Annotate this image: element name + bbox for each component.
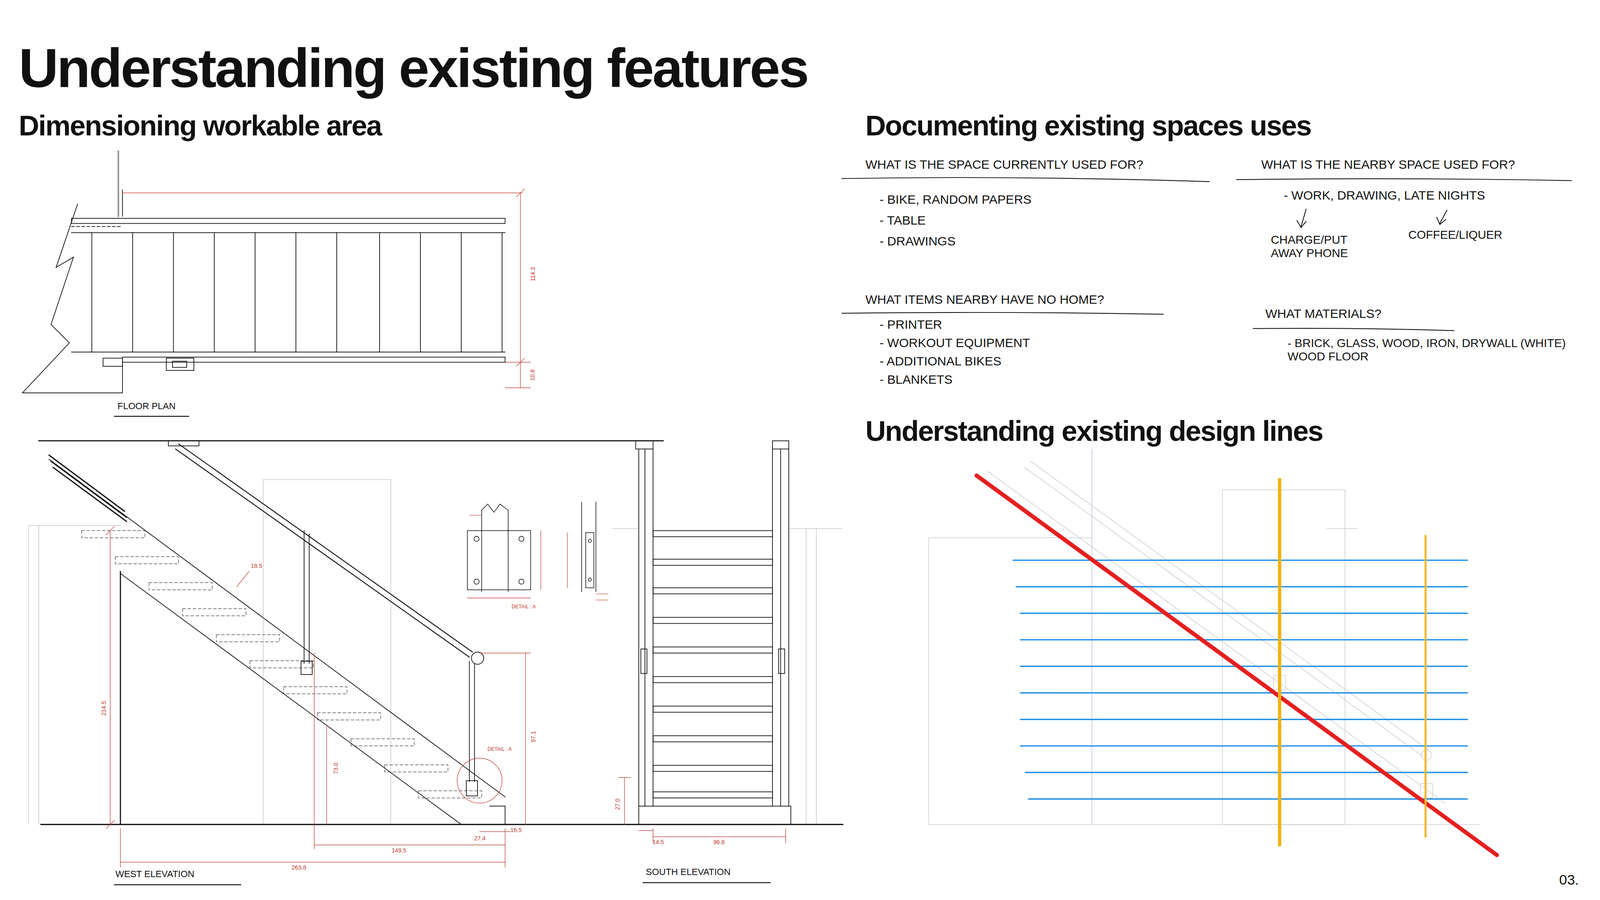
drawing-title: FLOOR PLAN [117, 400, 176, 412]
section-heading: Documenting existing spaces uses [865, 109, 1312, 142]
section-heading: Dimensioning workable area [18, 109, 382, 142]
note-item: - DRAWINGS [879, 234, 956, 249]
dimension: 263.8 [291, 864, 307, 871]
note-item: - TABLE [879, 213, 926, 228]
detail-dimensions [467, 515, 609, 600]
note-item: - BIKE, RANDOM PAPERS [879, 192, 1032, 208]
dimension: 27.4 [474, 835, 486, 842]
south-elevation-background [612, 528, 817, 529]
dimension: 14.5 [652, 838, 664, 846]
note-item: - BRICK, GLASS, WOOD, IRON, DRYWALL (WHI… [1287, 336, 1580, 364]
dimension: 97.1 [530, 730, 537, 743]
floor-plan-dimensions [122, 188, 531, 388]
dimension: 27.0 [614, 798, 621, 810]
note-item: COFFEE/LIQUER [1408, 228, 1503, 242]
note-item: - ADDITIONAL BIKES [879, 354, 1002, 369]
diagonal-design-line [976, 475, 1498, 855]
detail-tag: DETAIL : A [486, 746, 513, 753]
west-elevation-background [28, 479, 843, 825]
dimension: 114.3 [529, 267, 537, 282]
south-elevation-dimensions [618, 777, 786, 843]
horizontal-design-lines [1013, 560, 1468, 800]
note-question: WHAT MATERIALS? [1265, 306, 1382, 322]
note-underlines [841, 177, 1572, 331]
dimension: 16.5 [510, 826, 522, 834]
dimension: 18.5 [250, 562, 263, 570]
dimension: 149.5 [391, 847, 407, 854]
page-title: Understanding existing features [18, 36, 808, 100]
vertical-design-line [1424, 535, 1427, 837]
note-item: - WORK, DRAWING, LATE NIGHTS [1283, 188, 1485, 203]
south-elevation [635, 440, 791, 883]
note-item: CHARGE/PUT AWAY PHONE [1270, 233, 1371, 260]
design-lines-background [928, 449, 1480, 825]
note-question: WHAT ITEMS NEARBY HAVE NO HOME? [865, 292, 1105, 308]
note-item: - BLANKETS [879, 372, 953, 388]
drawing-title: SOUTH ELEVATION [645, 866, 731, 878]
note-item: - WORKOUT EQUIPMENT [879, 335, 1030, 351]
west-elevation-dimensions [106, 526, 531, 868]
dimension: 73.0 [332, 762, 340, 774]
floor-plan [22, 150, 505, 417]
drawing-title: WEST ELEVATION [115, 868, 195, 880]
vertical-design-line [1277, 479, 1282, 845]
detail-drawings [467, 502, 597, 593]
dimension: 96.8 [713, 838, 725, 846]
note-item: - PRINTER [879, 317, 943, 333]
dimension: 214.5 [100, 700, 108, 717]
dimension: 10.8 [529, 369, 536, 381]
detail-tag: DETAIL : A [511, 604, 536, 610]
note-question: WHAT IS THE SPACE CURRENTLY USED FOR? [865, 157, 1144, 173]
west-elevation [38, 440, 843, 885]
page-number: 03. [1559, 871, 1579, 888]
note-question: WHAT IS THE NEARBY SPACE USED FOR? [1261, 157, 1515, 173]
section-heading: Understanding existing design lines [865, 414, 1323, 448]
